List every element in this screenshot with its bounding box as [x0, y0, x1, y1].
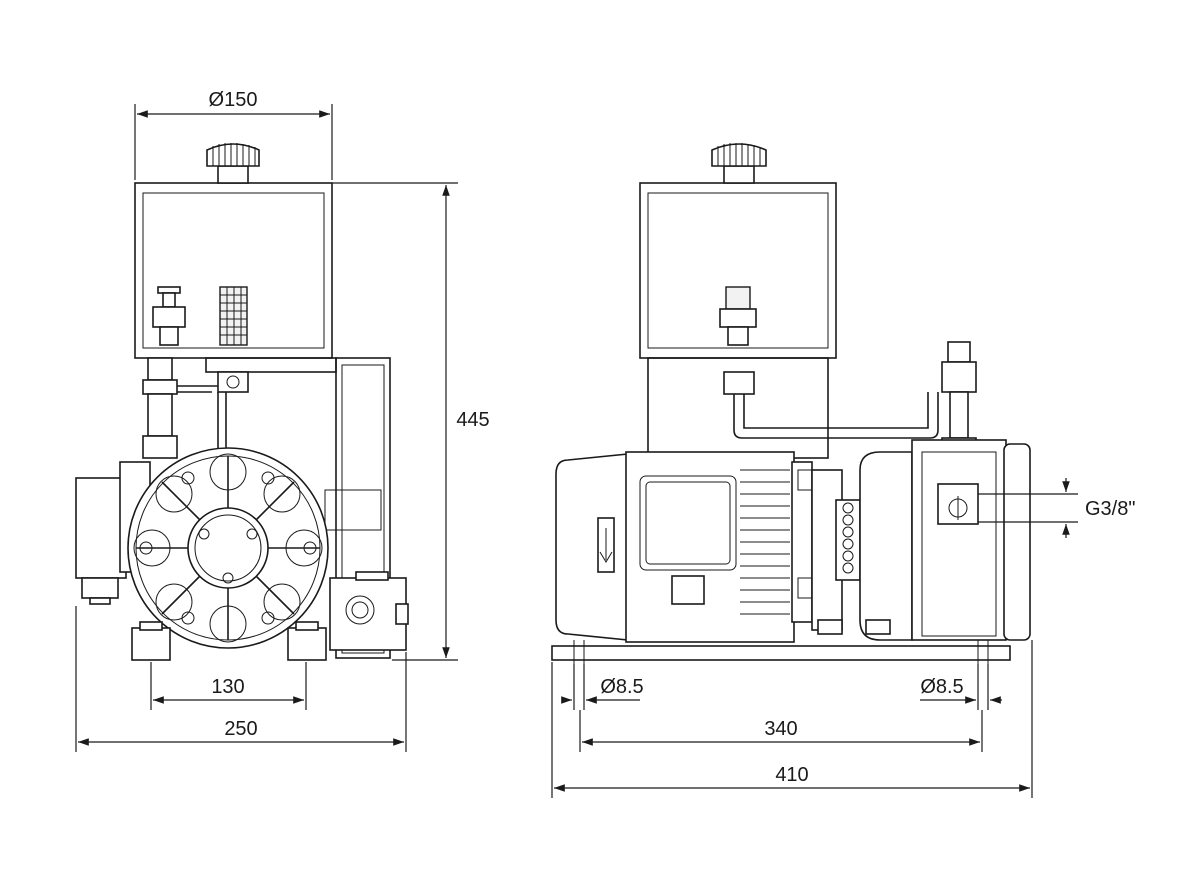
front-pump-body	[75, 447, 409, 661]
side-motor	[555, 451, 813, 643]
bolt-hole-right-label: Ø8.5	[920, 676, 963, 698]
foot-spacing-label: 130	[211, 676, 244, 698]
port-thread-label: G3/8"	[1085, 498, 1135, 520]
side-view	[551, 143, 1078, 798]
front-piping	[142, 357, 249, 459]
base-holes	[573, 640, 989, 664]
side-length-label: 410	[775, 764, 808, 786]
front-view	[75, 104, 458, 752]
height-label: 445	[456, 409, 489, 431]
side-base-plate	[551, 645, 1011, 661]
hole-spacing-label: 340	[764, 718, 797, 740]
tank-diameter-label: Ø150	[209, 89, 258, 111]
front-tank	[134, 143, 333, 359]
front-width-label: 250	[224, 718, 257, 740]
side-tank	[639, 143, 837, 359]
bolt-hole-left-label: Ø8.5	[600, 676, 643, 698]
side-pump	[811, 439, 1031, 641]
side-dimensions	[551, 478, 1078, 798]
front-dimensions	[75, 104, 458, 752]
front-support	[205, 357, 391, 659]
